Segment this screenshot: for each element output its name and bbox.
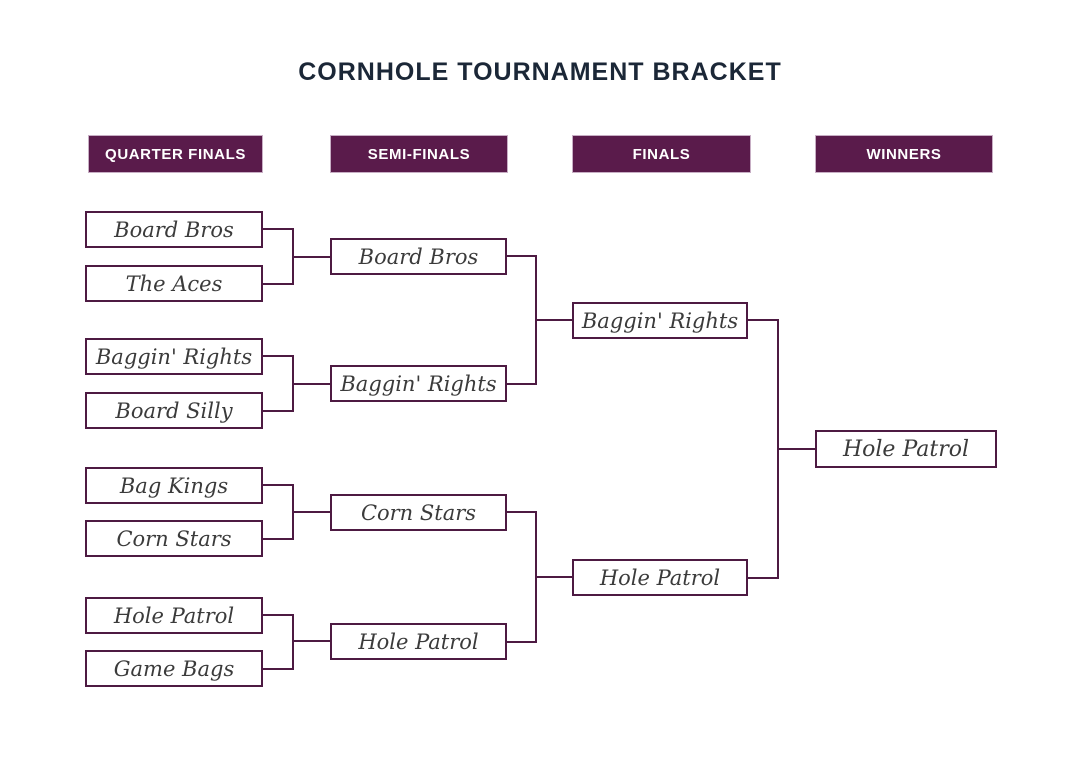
bracket-connector-sf-out-2	[535, 576, 572, 578]
quarterfinal-slot-2: The Aces	[85, 265, 263, 302]
semifinal-slot-1: Board Bros	[330, 238, 507, 275]
quarterfinal-slot-3: Baggin' Rights	[85, 338, 263, 375]
bracket-connector-qf-pair-4	[262, 614, 294, 670]
bracket-connector-qf-pair-3	[262, 484, 294, 540]
bracket-connector-qf-pair-2	[262, 355, 294, 412]
semifinal-slot-4: Hole Patrol	[330, 623, 507, 660]
final-slot-1: Baggin' Rights	[572, 302, 748, 339]
semifinal-slot-2: Baggin' Rights	[330, 365, 507, 402]
quarterfinal-slot-1: Board Bros	[85, 211, 263, 248]
quarterfinal-slot-7: Hole Patrol	[85, 597, 263, 634]
bracket-connector-qf-out-3	[292, 511, 330, 513]
bracket-connector-sf-pair-1	[506, 255, 537, 385]
quarterfinal-slot-5: Bag Kings	[85, 467, 263, 504]
bracket-connector-qf-out-1	[292, 256, 330, 258]
page-title: CORNHOLE TOURNAMENT BRACKET	[298, 58, 782, 86]
bracket-connector-qf-pair-1	[262, 228, 294, 285]
bracket-connector-sf-pair-2	[506, 511, 537, 643]
quarterfinal-slot-8: Game Bags	[85, 650, 263, 687]
column-header-quarter-finals: QUARTER FINALS	[88, 135, 263, 173]
quarterfinal-slot-4: Board Silly	[85, 392, 263, 429]
bracket-connector-final-pair	[747, 319, 779, 579]
quarterfinal-slot-6: Corn Stars	[85, 520, 263, 557]
bracket-connector-qf-out-4	[292, 640, 330, 642]
bracket-connector-qf-out-2	[292, 383, 330, 385]
bracket-connector-final-out	[777, 448, 815, 450]
column-header-winners: WINNERS	[815, 135, 993, 173]
final-slot-2: Hole Patrol	[572, 559, 748, 596]
column-header-semi-finals: SEMI-FINALS	[330, 135, 508, 173]
column-header-finals: FINALS	[572, 135, 751, 173]
winner-slot: Hole Patrol	[815, 430, 997, 468]
bracket-connector-sf-out-1	[535, 319, 572, 321]
semifinal-slot-3: Corn Stars	[330, 494, 507, 531]
